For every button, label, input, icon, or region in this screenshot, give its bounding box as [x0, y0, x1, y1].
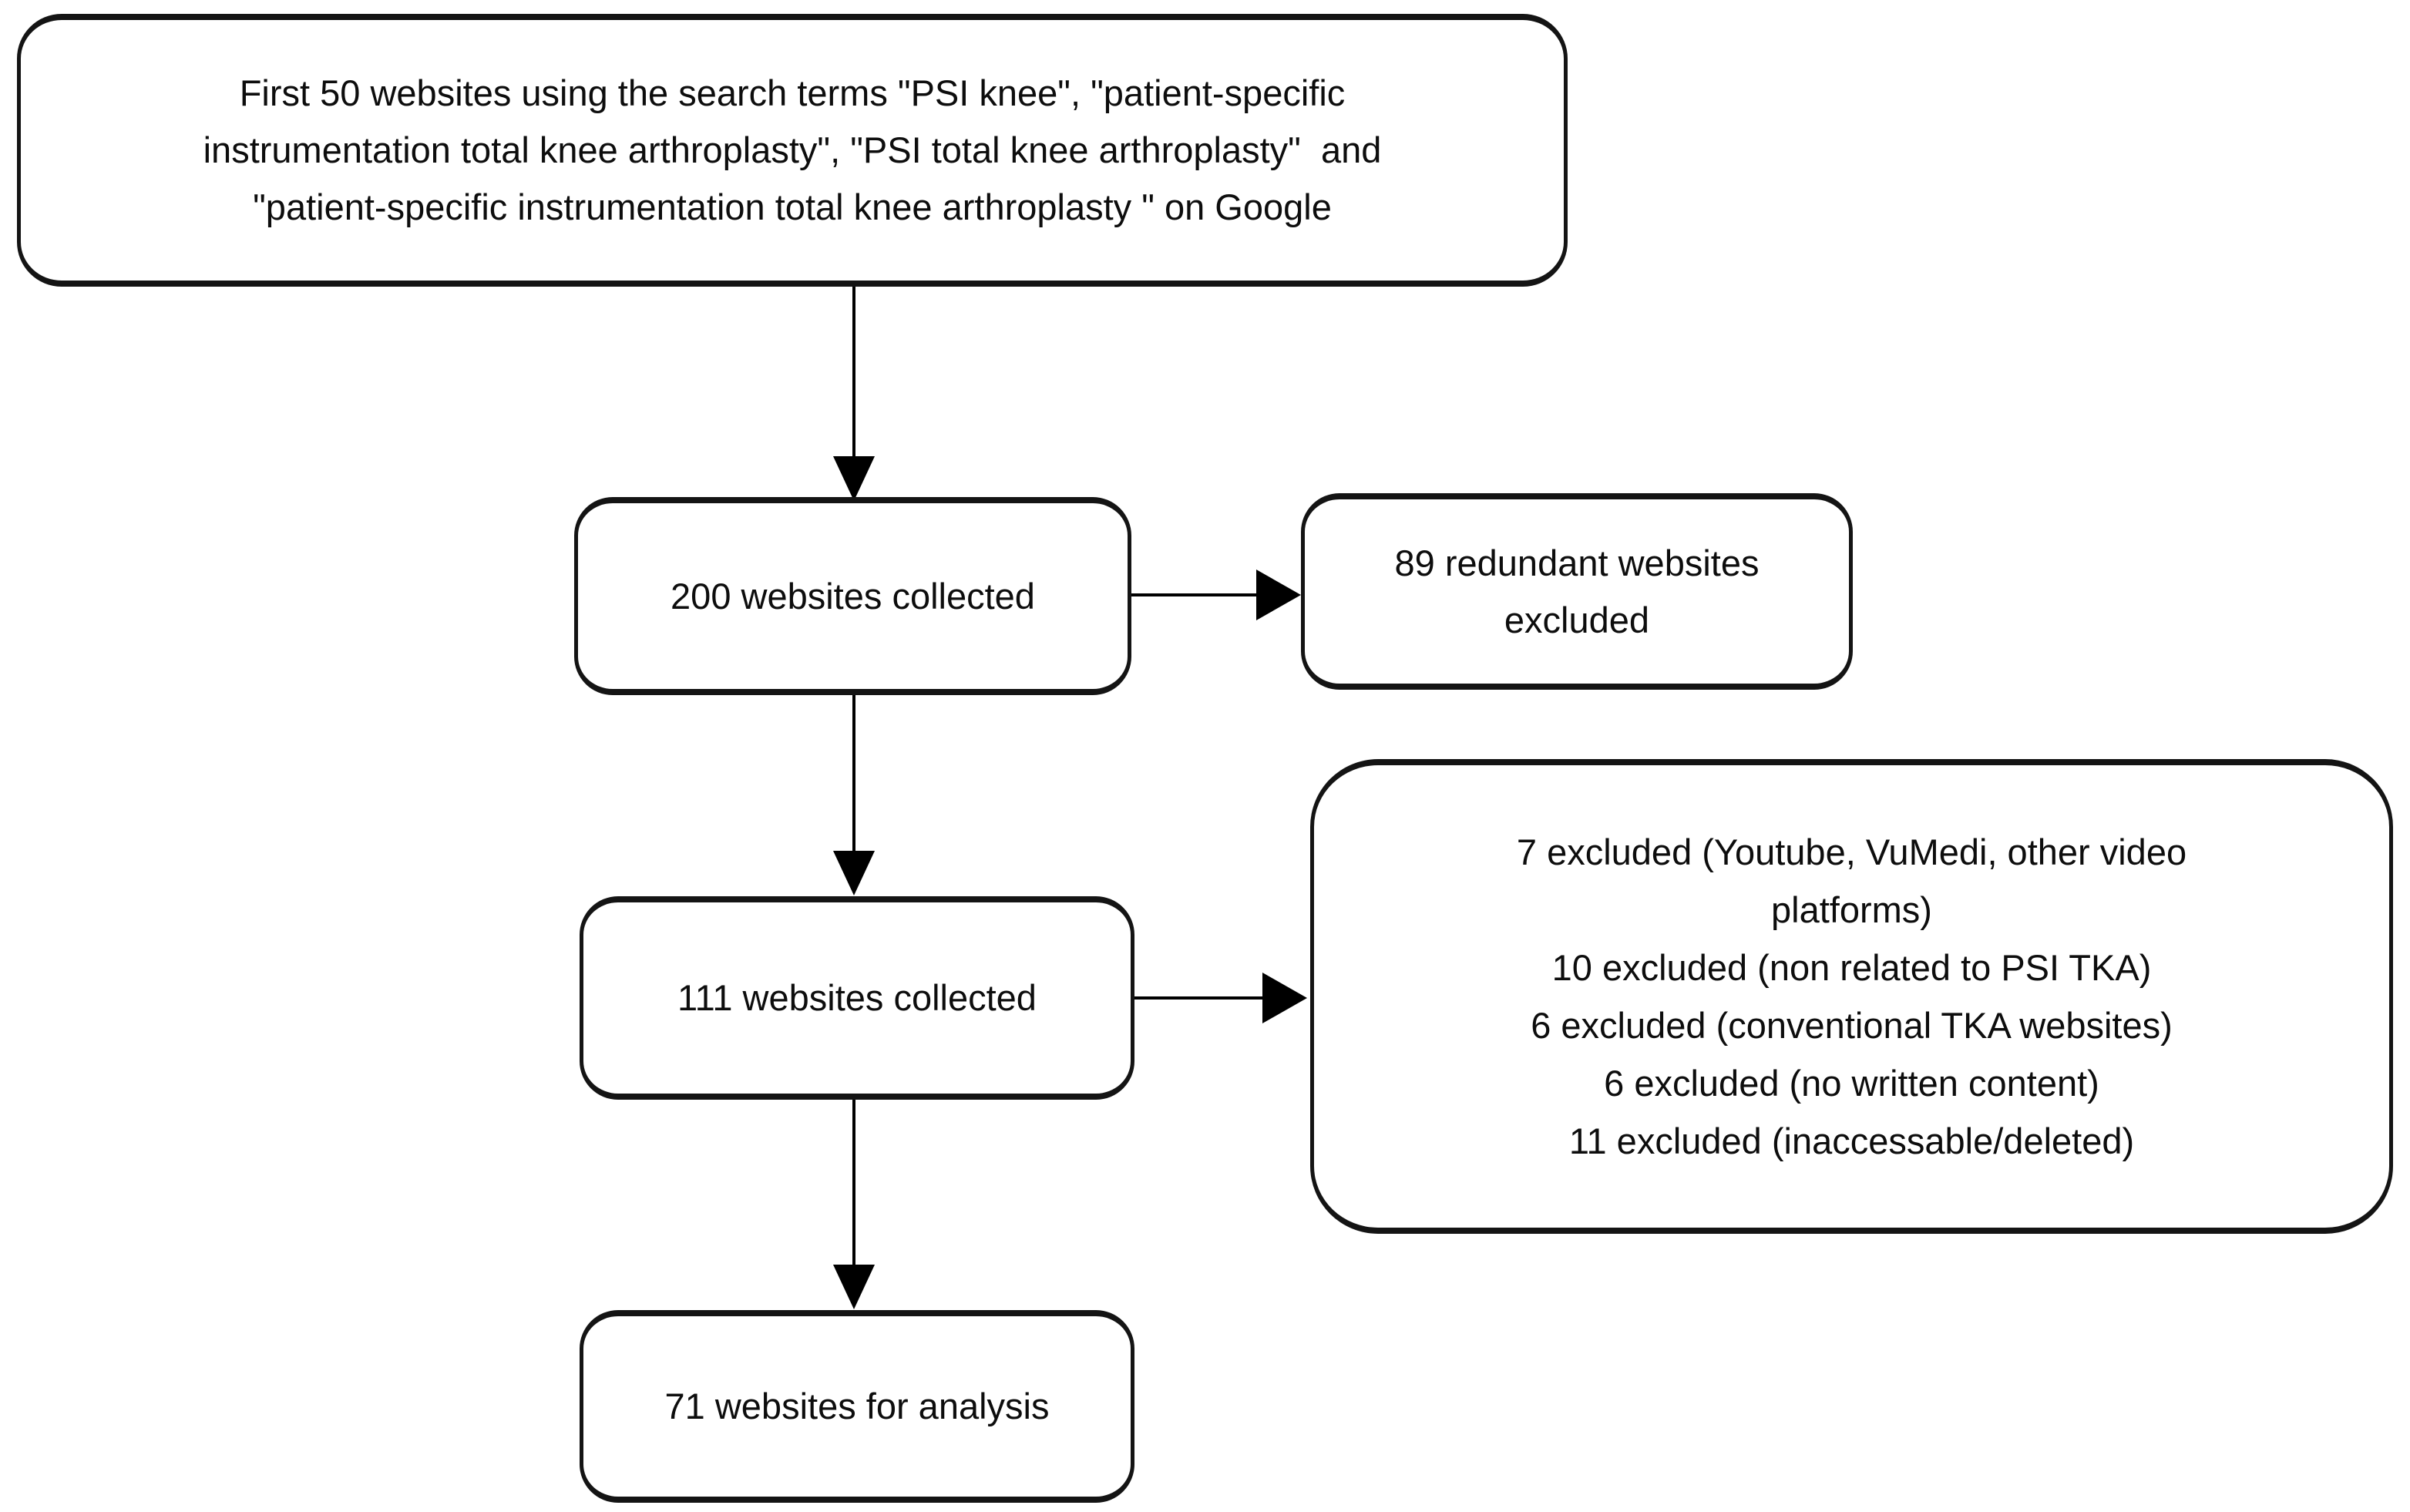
arrow-200-to-111-line [852, 695, 855, 854]
arrow-111-to-71-head-icon [833, 1265, 875, 1309]
search-terms-box: First 50 websites using the search terms… [17, 14, 1568, 287]
arrow-111-to-71-line [852, 1100, 855, 1268]
websites-analysis-box: 71 websites for analysis [580, 1310, 1134, 1503]
websites-analysis-label: 71 websites for analysis [664, 1386, 1050, 1426]
websites-collected-200-label: 200 websites collected [671, 575, 1035, 617]
websites-collected-111-box: 111 websites collected [580, 896, 1134, 1100]
exclusion-reason-line: platforms) [1771, 889, 1932, 930]
exclusion-reason-line: 6 excluded (conventional TKA websites) [1531, 1005, 2173, 1046]
arrow-200-to-89-line [1131, 593, 1259, 596]
exclusion-reason-line: 6 excluded (no written content) [1604, 1063, 2099, 1104]
redundant-excluded-label: 89 redundant websites excluded [1394, 542, 1770, 640]
arrow-111-to-exclusions-line [1134, 996, 1266, 1000]
arrow-search-to-200-head-icon [833, 456, 875, 501]
arrow-111-to-exclusions-head-icon [1262, 973, 1307, 1023]
websites-collected-200-box: 200 websites collected [574, 497, 1131, 695]
arrow-search-to-200-line [852, 287, 855, 461]
search-terms-line: "patient-specific instrumentation total … [253, 186, 1332, 227]
redundant-excluded-box: 89 redundant websites excluded [1301, 493, 1853, 690]
search-terms-line: First 50 websites using the search terms… [239, 72, 1346, 113]
exclusion-reason-line: 10 excluded (non related to PSI TKA) [1551, 947, 2152, 988]
arrow-200-to-89-head-icon [1256, 570, 1301, 620]
exclusion-reason-line: 7 excluded (Youtube, VuMedi, other video [1516, 832, 2187, 872]
exclusion-reasons-box: 7 excluded (Youtube, VuMedi, other video… [1310, 759, 2393, 1234]
websites-collected-111-label: 111 websites collected [677, 977, 1037, 1018]
exclusion-reason-line: 11 excluded (inaccessable/deleted) [1568, 1121, 2135, 1161]
arrow-200-to-111-head-icon [833, 851, 875, 895]
search-terms-line: instrumentation total knee arthroplasty"… [203, 129, 1382, 170]
